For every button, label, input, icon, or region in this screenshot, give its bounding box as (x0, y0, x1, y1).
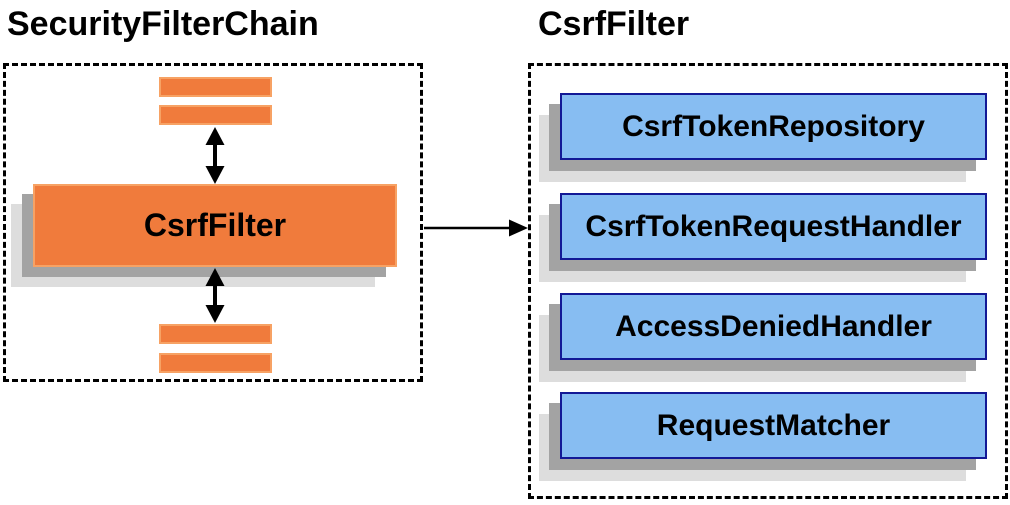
component-label: RequestMatcher (656, 408, 891, 442)
csrf-filter-box-label: CsrfFilter (143, 207, 287, 243)
component-box-request-matcher: RequestMatcher (560, 392, 987, 459)
component-label: CsrfTokenRequestHandler (585, 209, 962, 243)
filter-placeholder-bar-top-1 (159, 77, 272, 97)
security-filter-chain-container (3, 63, 423, 382)
right-arrow-icon (424, 219, 528, 237)
filter-placeholder-bar-top-2 (159, 105, 272, 125)
csrf-filter-panel-title: CsrfFilter (538, 5, 690, 43)
security-filter-chain-title: SecurityFilterChain (7, 5, 319, 43)
csrf-filter-container (528, 63, 1008, 499)
csrf-filter-box: CsrfFilter (33, 184, 397, 267)
component-box-access-denied-handler: AccessDeniedHandler (560, 293, 987, 360)
filter-placeholder-bar-bottom-1 (159, 324, 272, 344)
component-label: AccessDeniedHandler (615, 309, 932, 343)
component-box-csrf-token-request-handler: CsrfTokenRequestHandler (560, 193, 987, 260)
component-label: CsrfTokenRepository (622, 109, 925, 143)
component-box-csrf-token-repository: CsrfTokenRepository (560, 93, 987, 160)
filter-placeholder-bar-bottom-2 (159, 353, 272, 373)
